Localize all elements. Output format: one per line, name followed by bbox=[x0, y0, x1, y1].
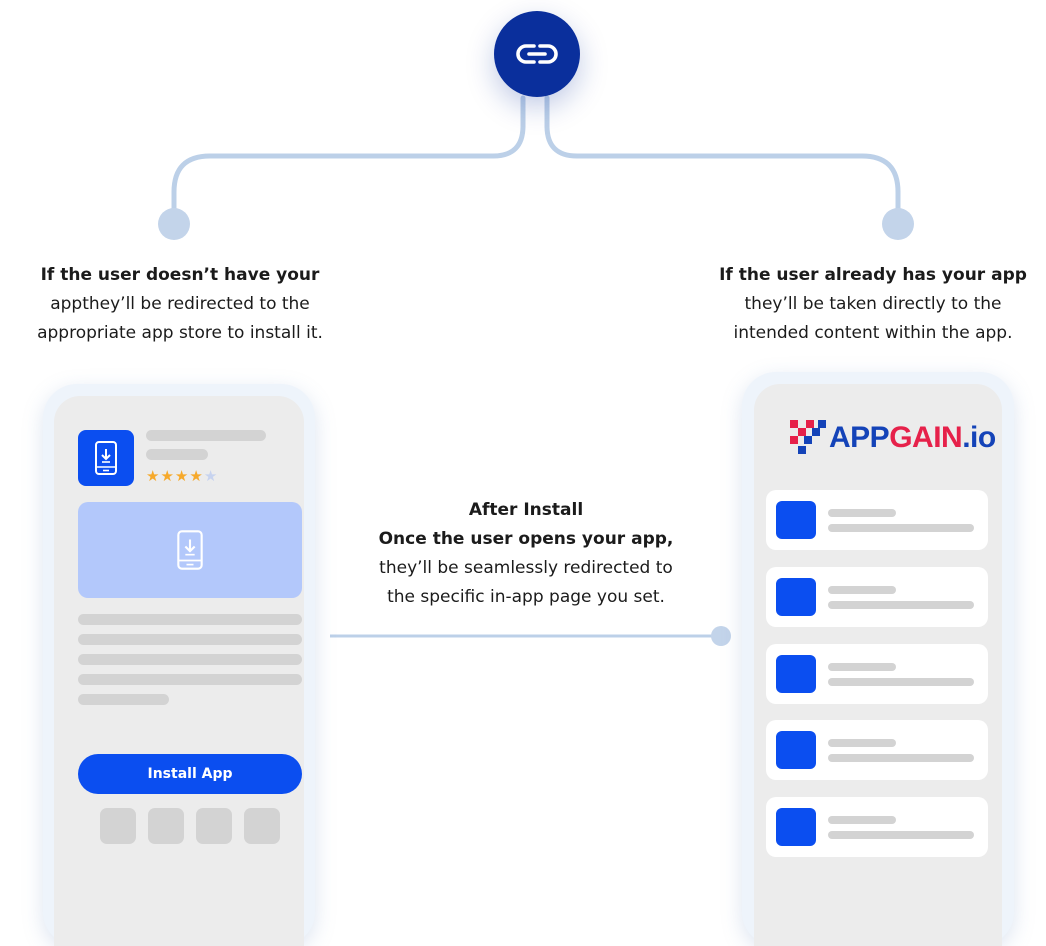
screenshot-thumbnail[interactable] bbox=[100, 808, 136, 844]
card-title-placeholder bbox=[828, 586, 896, 594]
link-icon bbox=[516, 44, 558, 64]
app-content-phone: APPGAIN.io bbox=[742, 372, 1014, 946]
star-icon: ★ bbox=[160, 467, 175, 485]
content-card[interactable] bbox=[766, 567, 988, 627]
card-title-placeholder bbox=[828, 509, 896, 517]
logo-text-gain: GAIN bbox=[889, 421, 963, 454]
install-app-button[interactable]: Install App bbox=[78, 754, 302, 794]
app-content-screen: APPGAIN.io bbox=[754, 384, 1002, 946]
after-install-caption: After Install Once the user opens your a… bbox=[326, 496, 726, 612]
card-text-placeholder bbox=[828, 601, 974, 609]
description-line bbox=[78, 654, 302, 665]
logo-text-io: .io bbox=[962, 421, 996, 454]
card-title-placeholder bbox=[828, 816, 896, 824]
no-app-caption-line: appthey’ll be redirected to the bbox=[50, 294, 310, 314]
card-title-placeholder bbox=[828, 739, 896, 747]
after-install-node bbox=[711, 626, 731, 646]
has-app-caption-line: intended content within the app. bbox=[733, 323, 1013, 343]
star-icon: ★ bbox=[146, 467, 161, 485]
appgain-logo: APPGAIN.io bbox=[790, 420, 996, 456]
app-store-phone: ★★★★★ Install App bbox=[43, 384, 315, 946]
content-card[interactable] bbox=[766, 490, 988, 550]
content-card[interactable] bbox=[766, 644, 988, 704]
appgain-logo-text: APPGAIN.io bbox=[829, 421, 996, 455]
card-text-placeholder bbox=[828, 678, 974, 686]
card-thumbnail bbox=[776, 808, 816, 846]
card-title-placeholder bbox=[828, 663, 896, 671]
app-icon bbox=[78, 430, 134, 486]
card-thumbnail bbox=[776, 501, 816, 539]
content-card[interactable] bbox=[766, 720, 988, 780]
description-line bbox=[78, 614, 302, 625]
screenshot-thumbnail[interactable] bbox=[196, 808, 232, 844]
has-app-caption-line: they’ll be taken directly to the bbox=[744, 294, 1002, 314]
card-thumbnail bbox=[776, 578, 816, 616]
left-branch-node bbox=[158, 208, 190, 240]
card-text-placeholder bbox=[828, 831, 974, 839]
right-branch-node bbox=[882, 208, 914, 240]
card-text-placeholder bbox=[828, 524, 974, 532]
description-line bbox=[78, 694, 169, 705]
appgain-logo-mark bbox=[790, 420, 826, 454]
app-preview-banner bbox=[78, 502, 302, 598]
link-badge bbox=[494, 11, 580, 97]
no-app-caption-line: appropriate app store to install it. bbox=[37, 323, 323, 343]
has-app-caption: If the user already has your app they’ll… bbox=[700, 261, 1046, 348]
description-line bbox=[78, 634, 302, 645]
phone-download-icon bbox=[177, 530, 203, 570]
app-store-screen: ★★★★★ Install App bbox=[54, 396, 304, 946]
star-icon: ★ bbox=[203, 467, 219, 485]
app-title-placeholder bbox=[146, 430, 266, 441]
card-thumbnail bbox=[776, 731, 816, 769]
no-app-caption-heading: If the user doesn’t have your bbox=[40, 265, 320, 285]
card-thumbnail bbox=[776, 655, 816, 693]
app-subtitle-placeholder bbox=[146, 449, 208, 460]
after-install-title: After Install bbox=[468, 500, 584, 520]
has-app-caption-heading: If the user already has your app bbox=[719, 265, 1027, 285]
logo-text-app: APP bbox=[829, 421, 890, 454]
rating-stars: ★★★★★ bbox=[146, 468, 218, 484]
screenshot-thumbnail[interactable] bbox=[244, 808, 280, 844]
star-icon: ★ bbox=[189, 467, 204, 485]
screenshot-thumbnail[interactable] bbox=[148, 808, 184, 844]
no-app-caption: If the user doesn’t have your appthey’ll… bbox=[0, 261, 360, 348]
after-install-line: they’ll be seamlessly redirected to bbox=[379, 558, 673, 578]
after-install-heading: Once the user opens your app, bbox=[378, 529, 674, 549]
description-line bbox=[78, 674, 302, 685]
card-text-placeholder bbox=[828, 754, 974, 762]
star-icon: ★ bbox=[174, 467, 190, 485]
after-install-line: the specific in-app page you set. bbox=[387, 587, 665, 607]
content-card[interactable] bbox=[766, 797, 988, 857]
phone-download-icon bbox=[95, 441, 117, 475]
